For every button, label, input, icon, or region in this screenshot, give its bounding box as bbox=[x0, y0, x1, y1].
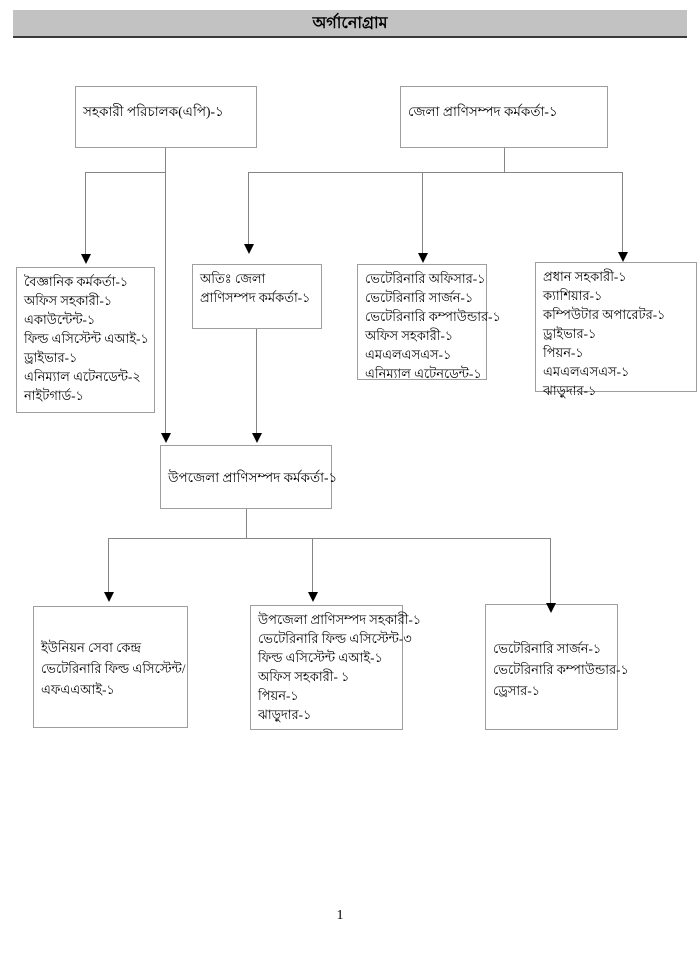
arrowhead-icon bbox=[104, 592, 114, 602]
box-assistant-director: সহকারী পরিচালক(এপি)-১ bbox=[75, 86, 257, 148]
box-line: ফিল্ড এসিস্টেন্ট এআই-১ bbox=[258, 650, 383, 665]
box-upazila-livestock-officer: উপজেলা প্রাণিসম্পদ কর্মকর্তা-১ bbox=[160, 445, 338, 509]
box-line: ভেটেরিনারি ফিল্ড এসিস্টেন্ট/ bbox=[41, 661, 186, 676]
box-line: ভেটেরিনারি সার্জন-১ bbox=[365, 290, 474, 305]
connector-line bbox=[108, 538, 109, 593]
box-veterinary-officer-group: ভেটেরিনারি অফিসার-১ ভেটেরিনারি সার্জন-১ … bbox=[357, 264, 501, 381]
page-title: অর্গানোগ্রাম bbox=[13, 10, 687, 38]
box-line: সহকারী পরিচালক(এপি)-১ bbox=[83, 104, 224, 119]
box-veterinary-surgeon-group: ভেটেরিনারি সার্জন-১ ভেটেরিনারি কম্পাউন্ড… bbox=[485, 604, 629, 730]
box-line: ফিল্ড এসিস্টেন্ট এআই-১ bbox=[24, 331, 149, 346]
connector-line bbox=[504, 148, 505, 173]
connector-line bbox=[422, 172, 423, 254]
box-line: ড্রাইভার-১ bbox=[24, 350, 78, 365]
box-line: ইউনিয়ন সেবা কেন্দ্র bbox=[41, 640, 142, 655]
box-upazila-assistant-group: উপজেলা প্রাণিসম্পদ সহকারী-১ ভেটেরিনারি ফ… bbox=[250, 605, 422, 730]
connector-line bbox=[622, 172, 623, 253]
connector-line bbox=[256, 329, 257, 433]
box-line: উপজেলা প্রাণিসম্পদ কর্মকর্তা-১ bbox=[168, 470, 338, 485]
box-line: ক্যাশিয়ার-১ bbox=[543, 288, 603, 303]
box-line: এমএলএসএস-১ bbox=[543, 364, 630, 379]
box-line: অফিস সহকারী-১ bbox=[24, 293, 113, 308]
connector-line bbox=[165, 148, 166, 173]
box-line: পিয়ন-১ bbox=[543, 345, 584, 360]
connector-line bbox=[248, 172, 249, 245]
connector-line bbox=[248, 172, 623, 173]
box-line: অফিস সহকারী-১ bbox=[365, 328, 454, 343]
arrowhead-icon bbox=[161, 433, 171, 443]
box-line: অফিস সহকারী- ১ bbox=[258, 669, 350, 684]
connector-line bbox=[85, 172, 86, 254]
box-line: একাউন্টেন্ট-১ bbox=[24, 312, 96, 327]
connector-line bbox=[85, 172, 166, 173]
page-number: 1 bbox=[336, 908, 344, 923]
box-line: জেলা প্রাণিসম্পদ কর্মকর্তা-১ bbox=[408, 104, 558, 119]
box-line: এনিম্যাল এটেনডেন্ট-২ bbox=[24, 369, 141, 384]
arrowhead-icon bbox=[618, 252, 628, 262]
arrowhead-icon bbox=[244, 244, 254, 254]
box-line: ভেটেরিনারি ফিল্ড এসিস্টেন্ট-৩ bbox=[258, 631, 412, 646]
arrowhead-icon bbox=[308, 592, 318, 602]
box-line: ভেটেরিনারি সার্জন-১ bbox=[493, 641, 602, 656]
connector-line bbox=[108, 538, 551, 539]
box-line: উপজেলা প্রাণিসম্পদ সহকারী-১ bbox=[258, 612, 422, 627]
box-scientific-officer-group: বৈজ্ঞানিক কর্মকর্তা-১ অফিস সহকারী-১ একাউ… bbox=[16, 267, 155, 413]
box-line: এনিম্যাল এটেনডেন্ট-১ bbox=[365, 366, 482, 381]
connector-line bbox=[550, 538, 551, 604]
box-line: কম্পিউটার অপারেটর-১ bbox=[543, 307, 666, 322]
arrowhead-icon bbox=[81, 254, 91, 264]
box-line: পিয়ন-১ bbox=[258, 688, 299, 703]
box-line: ঝাড়ুদার-১ bbox=[258, 707, 312, 722]
arrowhead-icon bbox=[252, 433, 262, 443]
box-line: অতিঃ জেলা প্রাণিসম্পদ কর্মকর্তা-১ bbox=[200, 271, 311, 305]
box-line: ঝাড়ুদার-১ bbox=[543, 383, 597, 398]
box-line: এফএএআই-১ bbox=[41, 682, 115, 697]
box-district-livestock-officer: জেলা প্রাণিসম্পদ কর্মকর্তা-১ bbox=[400, 86, 608, 148]
box-line: এমএলএসএস-১ bbox=[365, 347, 452, 362]
box-line: ভেটেরিনারি কম্পাউন্ডার-১ bbox=[365, 309, 501, 324]
arrowhead-icon bbox=[546, 603, 556, 613]
box-line: ভেটেরিনারি অফিসার-১ bbox=[365, 271, 486, 286]
box-chief-assistant-group: প্রধান সহকারী-১ ক্যাশিয়ার-১ কম্পিউটার অ… bbox=[535, 262, 697, 398]
connector-line bbox=[246, 509, 247, 538]
connector-line bbox=[165, 172, 166, 433]
box-addl-district-livestock-officer: অতিঃ জেলা প্রাণিসম্পদ কর্মকর্তা-১ bbox=[192, 264, 322, 329]
box-union-service-center: ইউনিয়ন সেবা কেন্দ্র ভেটেরিনারি ফিল্ড এস… bbox=[33, 606, 188, 728]
arrowhead-icon bbox=[418, 253, 428, 263]
box-line: প্রধান সহকারী-১ bbox=[543, 269, 627, 284]
box-line: বৈজ্ঞানিক কর্মকর্তা-১ bbox=[24, 274, 129, 289]
box-line: ড্রেসার-১ bbox=[493, 683, 541, 698]
box-line: নাইটগার্ড-১ bbox=[24, 388, 84, 403]
box-line: ভেটেরিনারি কম্পাউন্ডার-১ bbox=[493, 662, 629, 677]
box-line: ড্রাইভার-১ bbox=[543, 326, 597, 341]
connector-line bbox=[312, 538, 313, 593]
